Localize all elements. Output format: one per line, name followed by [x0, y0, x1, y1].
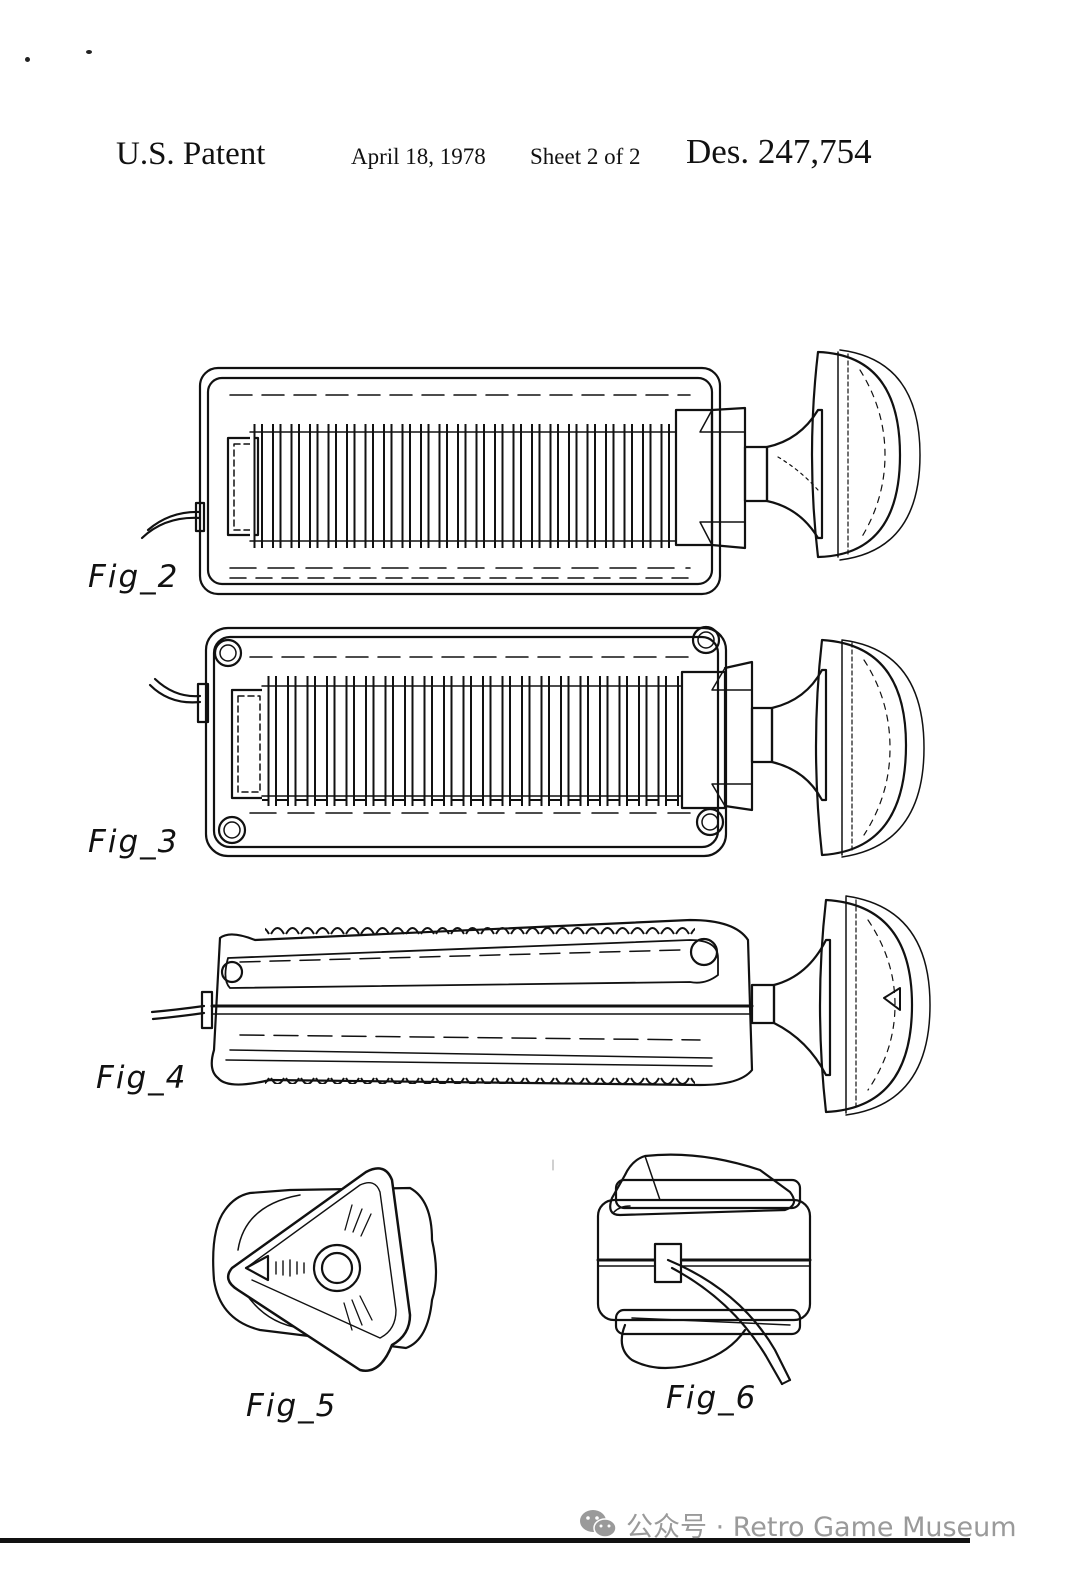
figure-3-label: Fig_3 [88, 824, 180, 860]
figure-2-label: Fig_2 [88, 559, 180, 595]
watermark-text: 公众号 · Retro Game Museum [626, 1511, 1017, 1543]
patent-date: April 18, 1978 [351, 144, 486, 169]
footer-rule [0, 1538, 970, 1543]
figure-2-drawing [140, 349, 921, 596]
figure-6-label: Fig_6 [666, 1380, 758, 1416]
figure-4-drawing [150, 895, 931, 1116]
figure-3-drawing [148, 625, 925, 858]
patent-label: U.S. Patent [116, 136, 266, 172]
watermark: 公众号 · Retro Game Museum [578, 1504, 1017, 1544]
figure-6-drawing [596, 1153, 812, 1386]
scan-speck [86, 50, 92, 54]
design-number: Des. 247,754 [686, 132, 872, 171]
scan-speck [25, 57, 30, 62]
patent-header: U.S. Patent April 18, 1978 Sheet 2 of 2 … [0, 128, 1080, 188]
figure-5-drawing [212, 1167, 438, 1372]
wechat-icon [580, 1510, 617, 1538]
figure-4-label: Fig_4 [96, 1060, 188, 1096]
figure-5-label: Fig_5 [246, 1388, 338, 1424]
sheet-number: Sheet 2 of 2 [530, 144, 641, 169]
